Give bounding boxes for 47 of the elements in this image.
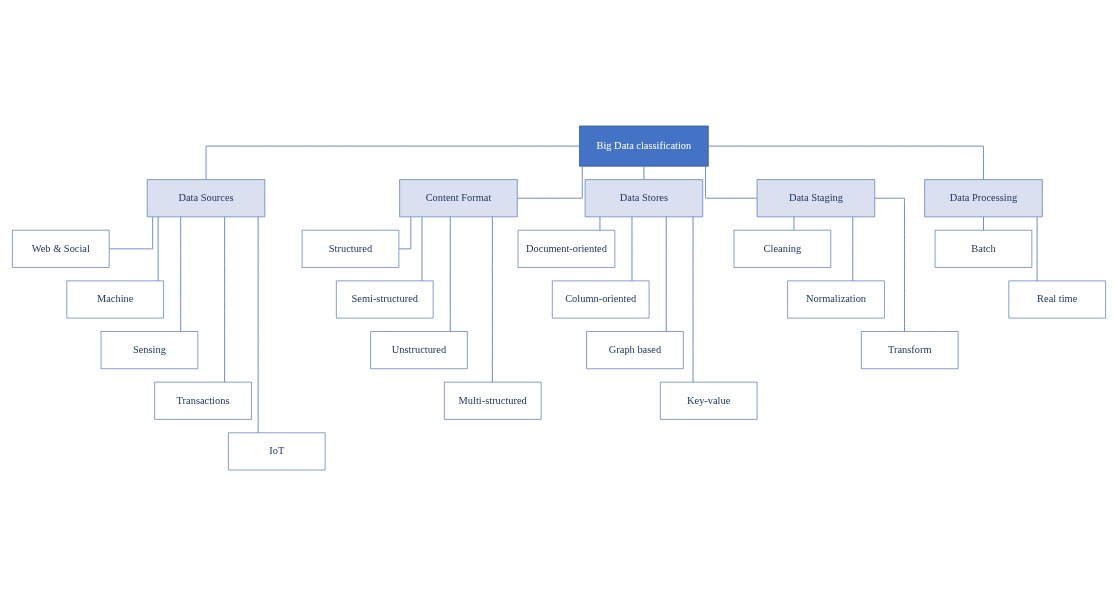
connector xyxy=(852,216,854,282)
node-box: Column-oriented xyxy=(551,280,650,319)
connector xyxy=(449,216,451,332)
node-box: Structured xyxy=(301,229,400,268)
connector xyxy=(517,165,583,199)
node-box: Cleaning xyxy=(733,229,832,268)
node-box: Big Data classification xyxy=(579,125,709,167)
node-box: Real time xyxy=(1008,280,1106,319)
node-box: Sensing xyxy=(100,331,199,370)
node-box: Key-value xyxy=(659,381,758,420)
node-box: Document-oriented xyxy=(517,229,616,268)
connector xyxy=(108,216,154,250)
connector xyxy=(631,216,633,282)
connector xyxy=(874,197,905,332)
node-box: Data Stores xyxy=(584,179,704,218)
connector xyxy=(224,216,226,383)
connector xyxy=(157,216,159,282)
node-box: Unstructured xyxy=(370,331,468,370)
connector xyxy=(692,216,694,383)
connector xyxy=(983,216,984,231)
connector xyxy=(707,145,984,180)
connector xyxy=(421,216,423,282)
connector xyxy=(1036,216,1038,282)
connector xyxy=(205,145,580,180)
node-box: Content Format xyxy=(399,179,518,218)
node-box: Data Staging xyxy=(756,179,876,218)
node-box: Normalization xyxy=(787,280,885,319)
connector xyxy=(398,216,412,250)
connector xyxy=(665,216,667,332)
node-box: Web & Social xyxy=(12,229,110,268)
connector xyxy=(643,165,645,181)
connector xyxy=(257,216,259,434)
connector xyxy=(793,216,795,231)
connector xyxy=(599,216,601,231)
node-box: Graph based xyxy=(586,331,684,370)
connector xyxy=(705,165,758,199)
node-box: IoT xyxy=(228,432,326,471)
node-box: Machine xyxy=(66,280,164,319)
node-box: Transform xyxy=(860,331,959,370)
connector xyxy=(491,216,493,383)
node-box: Transactions xyxy=(154,381,252,420)
node-box: Semi-structured xyxy=(335,280,434,319)
node-box: Batch xyxy=(934,229,1033,268)
node-box: Data Sources xyxy=(146,179,266,218)
connector xyxy=(180,216,182,332)
node-box: Multi-structured xyxy=(443,381,542,420)
node-box: Data Processing xyxy=(924,179,1043,218)
